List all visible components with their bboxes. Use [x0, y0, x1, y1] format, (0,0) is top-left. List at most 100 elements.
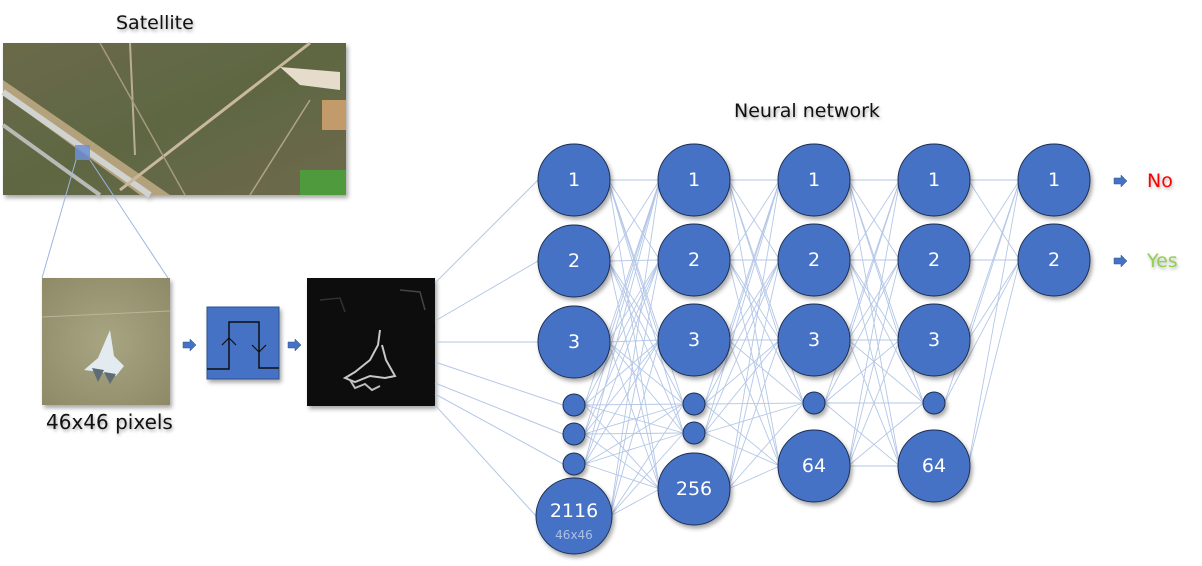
network-edge — [847, 259, 901, 467]
network-edge — [704, 339, 781, 405]
network-edge — [847, 402, 924, 467]
input-edge — [434, 361, 564, 406]
node-label: 2 — [928, 249, 940, 271]
node-hidden-1-3: 3 — [657, 303, 731, 377]
node-circle — [922, 391, 946, 415]
node-circle — [897, 143, 971, 217]
node-circle — [657, 223, 731, 297]
node-circle — [562, 452, 586, 476]
node-input-2: 2 — [537, 224, 611, 298]
node-label: 2116 — [550, 500, 598, 522]
node-label: 64 — [922, 455, 946, 477]
network-edge — [967, 259, 1021, 467]
node-circle — [535, 477, 613, 555]
ellipsis-node-hidden-1 — [682, 421, 706, 445]
zoom-line-left — [41, 159, 77, 279]
network-edge — [727, 179, 781, 261]
node-circle — [777, 303, 851, 377]
node-circle — [657, 143, 731, 217]
network-edge — [824, 179, 901, 404]
node-circle — [897, 429, 971, 503]
node-hidden-2-1: 1 — [777, 143, 851, 217]
node-label: 2 — [568, 250, 580, 272]
network-edge — [607, 260, 661, 490]
network-edge — [609, 488, 661, 517]
output-label-yes: Yes — [1147, 250, 1178, 272]
network-edge — [847, 259, 924, 404]
node-circle — [897, 223, 971, 297]
filtered-patch-image — [307, 278, 435, 406]
network-edge — [607, 341, 684, 405]
node-label: 3 — [568, 331, 580, 353]
network-edge — [727, 259, 781, 341]
network-edge — [704, 179, 781, 434]
network-edge — [704, 402, 804, 405]
network-edge — [727, 259, 804, 404]
network-edge — [847, 339, 901, 467]
network-edge — [704, 259, 781, 434]
node-circle — [777, 143, 851, 217]
network-edge — [607, 259, 661, 343]
ellipsis-node-input — [562, 452, 586, 476]
network-edge — [608, 339, 660, 343]
network-edge — [609, 339, 661, 517]
node-circle — [777, 223, 851, 297]
network-edge — [727, 259, 781, 467]
node-label: 1 — [808, 169, 820, 191]
network-edge — [609, 403, 684, 517]
node-label: 3 — [808, 329, 820, 351]
network-edge — [727, 339, 781, 490]
network-edge — [847, 179, 924, 404]
node-hidden-3-1: 1 — [897, 143, 971, 217]
network-edge — [584, 259, 661, 435]
network-edge — [704, 339, 781, 434]
node-label: 1 — [688, 169, 700, 191]
node-label: 256 — [676, 478, 712, 500]
network-edge — [607, 341, 684, 434]
node-circle — [657, 303, 731, 377]
right-arrow-icon — [1113, 254, 1128, 268]
node-circle — [897, 303, 971, 377]
node-circle — [562, 393, 586, 417]
network-edge — [609, 432, 684, 517]
node-output-2: 2 — [1017, 223, 1091, 297]
node-input-3: 3 — [537, 305, 611, 379]
right-arrow-icon — [182, 338, 197, 352]
node-circle — [777, 429, 851, 503]
network-edge — [607, 341, 661, 490]
network-edge — [704, 402, 804, 434]
ellipsis-node-input — [562, 393, 586, 417]
network-edge — [824, 339, 901, 404]
network-edge — [584, 403, 684, 465]
node-label: 1 — [1048, 169, 1060, 191]
network-edge — [609, 179, 661, 517]
network-edge — [967, 179, 1021, 467]
node-circle — [1017, 143, 1091, 217]
network-edge — [944, 179, 1021, 404]
network-edge — [704, 403, 781, 467]
node-hidden-1-1: 1 — [657, 143, 731, 217]
network-edge — [584, 403, 684, 406]
node-label: 2 — [808, 249, 820, 271]
patch-size-label: 46x46 pixels — [46, 410, 173, 434]
network-edge — [824, 259, 901, 404]
network-edge — [584, 339, 661, 465]
input-edge — [434, 260, 539, 322]
node-circle — [682, 392, 706, 416]
network-edge — [728, 465, 780, 490]
input-edge — [434, 393, 564, 465]
node-hidden-3-2: 2 — [897, 223, 971, 297]
ellipsis-node-input — [562, 422, 586, 446]
node-input-1: 1 — [537, 143, 611, 217]
network-edge — [704, 259, 781, 405]
network-edge — [584, 179, 661, 435]
network-edge — [824, 402, 901, 467]
network-edge — [967, 259, 1021, 341]
network-edge — [847, 179, 901, 261]
network-edge — [607, 179, 684, 434]
input-edge — [434, 404, 537, 517]
node-hidden-2-2: 2 — [777, 223, 851, 297]
ellipsis-node-hidden-1 — [682, 392, 706, 416]
